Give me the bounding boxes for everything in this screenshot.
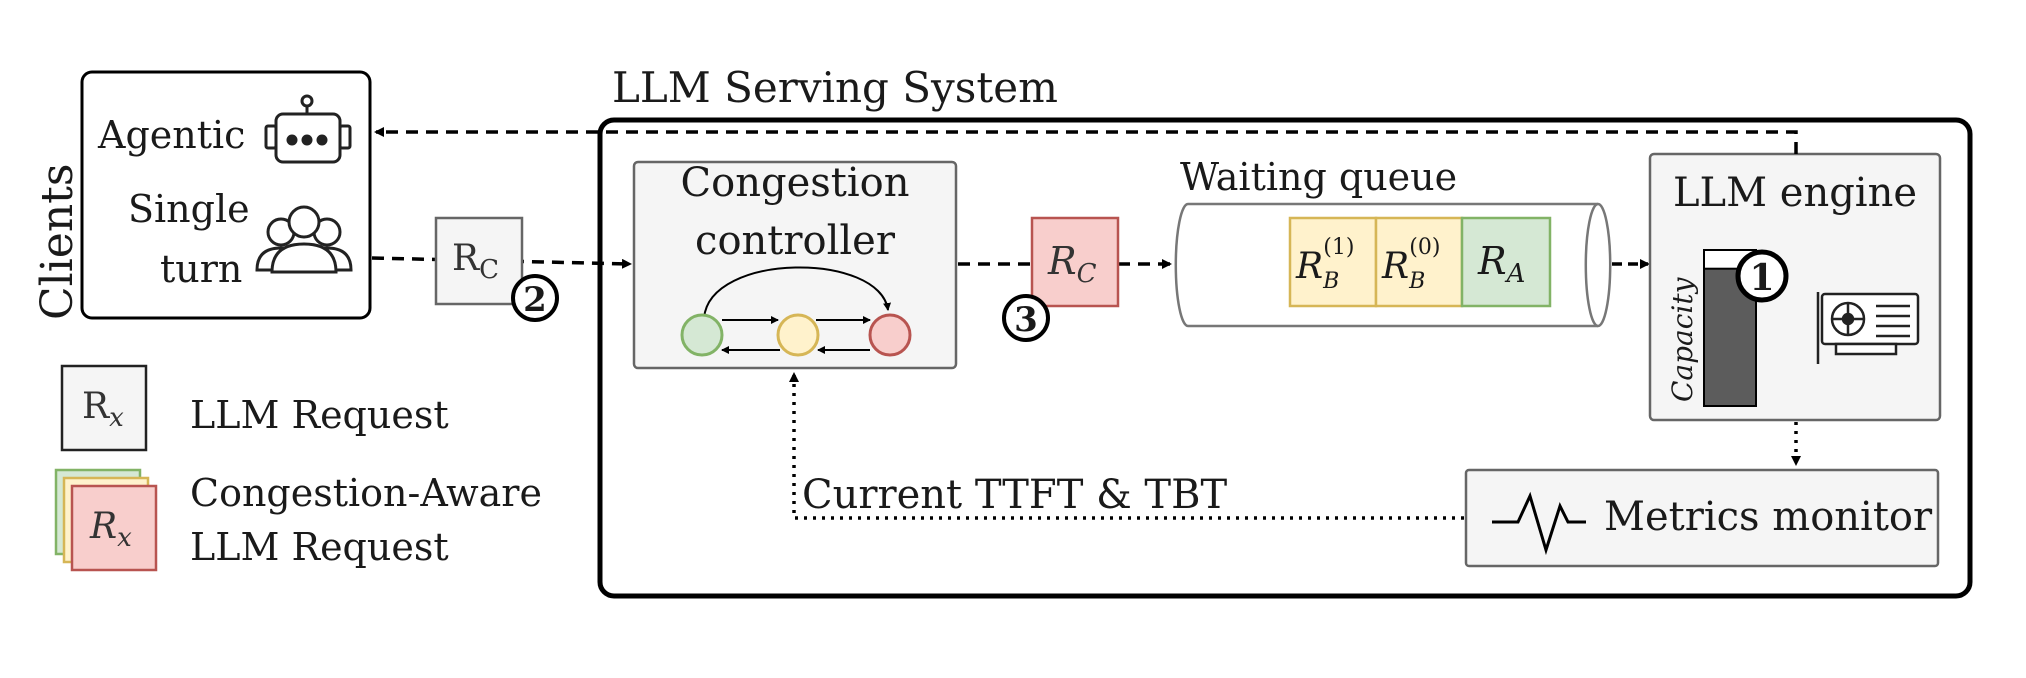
- queue-item-ra-symbol: RA: [1477, 239, 1525, 289]
- llm-engine: LLM engine Capacity 1: [1648, 152, 1942, 422]
- state-arc-arrow: [703, 266, 891, 319]
- capacity-label: Capacity: [1666, 276, 1699, 402]
- legend-request-box: [60, 364, 148, 452]
- legend: Rx LLM Request Rx Congestion-Aware LLM R…: [54, 364, 542, 572]
- agentic-label: Agentic: [97, 113, 245, 157]
- legend-ca-label-line1: Congestion-Aware: [190, 471, 542, 515]
- state-green: [680, 313, 724, 357]
- legend-ca-label-line2: LLM Request: [190, 525, 449, 569]
- legend-ca-symbol: Rx: [89, 506, 132, 553]
- feedback-label: Current TTFT & TBT: [802, 472, 1227, 518]
- controller-box: [632, 160, 958, 370]
- incoming-request-symbol: RC: [452, 238, 499, 285]
- step-1-number: 1: [1749, 257, 1774, 299]
- gpu-card-icon: [1816, 292, 1920, 364]
- incoming-request-box: [434, 216, 524, 306]
- congestion-controller: Congestion controller: [632, 160, 958, 370]
- monitor-to-controller-arrow: [789, 372, 1464, 520]
- system-frame: [597, 117, 1973, 599]
- robot-icon: [264, 94, 352, 164]
- clients-vertical-label: Clients: [32, 164, 83, 320]
- admitted-request-box: [1030, 216, 1120, 308]
- queue-cylinder-end: [1584, 202, 1599, 328]
- state-red: [868, 313, 912, 357]
- engine-to-clients-arrow: [374, 127, 1798, 154]
- metrics-monitor: Metrics monitor: [1464, 468, 1940, 568]
- controller-title-line2: controller: [695, 218, 896, 264]
- legend-request-label: LLM Request: [190, 393, 449, 437]
- state-yellow: [776, 313, 820, 357]
- queue-item-rb0-symbol: RB(0): [1381, 235, 1440, 294]
- users-icon: [255, 205, 353, 274]
- legend-ca-box-front-red: [70, 484, 158, 572]
- queue-item-ra: [1460, 216, 1552, 308]
- step-2-badge: [511, 274, 559, 322]
- queue-title: Waiting queue: [1180, 155, 1457, 199]
- single-turn-label-line1: Single: [128, 187, 250, 231]
- step-3-badge: [1002, 294, 1050, 342]
- step-1-badge: [1735, 249, 1789, 303]
- monitor-label: Metrics monitor: [1604, 494, 1933, 540]
- queue-item-rb1: [1288, 216, 1378, 308]
- queue-item-rb0: [1374, 216, 1464, 308]
- pulse-icon: [1492, 491, 1586, 556]
- waiting-queue: Waiting queue RB(1) RB(0) RA: [1174, 155, 1612, 328]
- queue-item-rb1-symbol: RB(1): [1295, 235, 1354, 294]
- clients-group: Clients Agentic Single turn: [32, 70, 372, 320]
- monitor-box: [1464, 468, 1940, 568]
- system-title: LLM Serving System: [612, 63, 1058, 112]
- step-2-number: 2: [523, 280, 547, 320]
- engine-title: LLM engine: [1673, 170, 1917, 216]
- single-turn-label-line2: turn: [160, 247, 242, 291]
- legend-request-symbol: Rx: [82, 386, 124, 433]
- controller-title-line1: Congestion: [681, 160, 910, 206]
- admitted-request-symbol: RC: [1047, 239, 1097, 289]
- step-3-number: 3: [1014, 300, 1038, 340]
